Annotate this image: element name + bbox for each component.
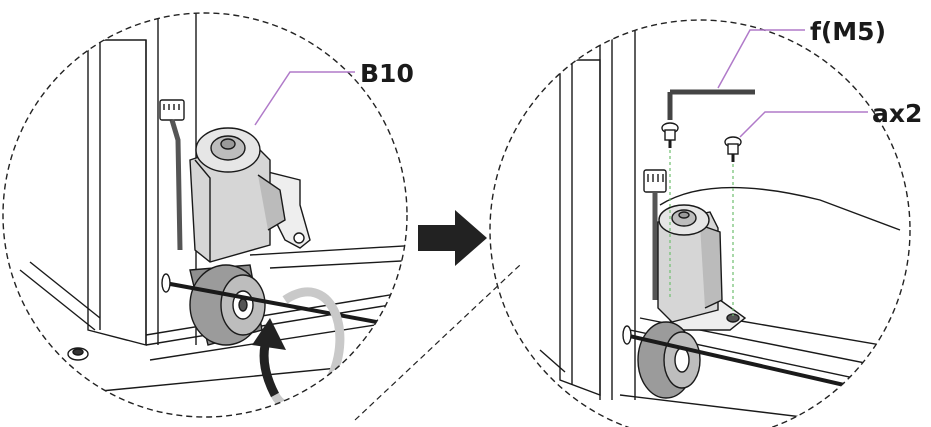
callout-b10: B10	[254, 59, 414, 126]
gear-reducer-left	[189, 264, 266, 346]
label-f-m5: f(M5)	[810, 17, 886, 46]
left-detail-view: B10	[2, 12, 414, 418]
arrow-right-icon	[418, 210, 487, 266]
screw-icon	[724, 136, 742, 162]
cable-connector-left	[159, 99, 185, 251]
callout-f-m5: f(M5)	[717, 17, 886, 89]
screw-icon	[661, 122, 679, 148]
motor-b10	[189, 127, 286, 263]
cable-connector-right	[643, 169, 667, 300]
frame-post-right	[559, 20, 636, 400]
zoom-connector-lines	[354, 264, 521, 421]
gear-reducer-right	[637, 321, 701, 399]
label-ax2: ax2	[872, 99, 922, 128]
hex-key-icon	[667, 89, 755, 120]
right-detail-view: f(M5) ax2	[489, 17, 922, 427]
callout-ax2: ax2	[739, 99, 922, 138]
motor-installed	[657, 204, 723, 323]
floor-bolt	[67, 347, 89, 361]
label-b10: B10	[360, 59, 414, 88]
screw-guide-lines	[669, 150, 734, 316]
panel-outline	[659, 186, 901, 231]
